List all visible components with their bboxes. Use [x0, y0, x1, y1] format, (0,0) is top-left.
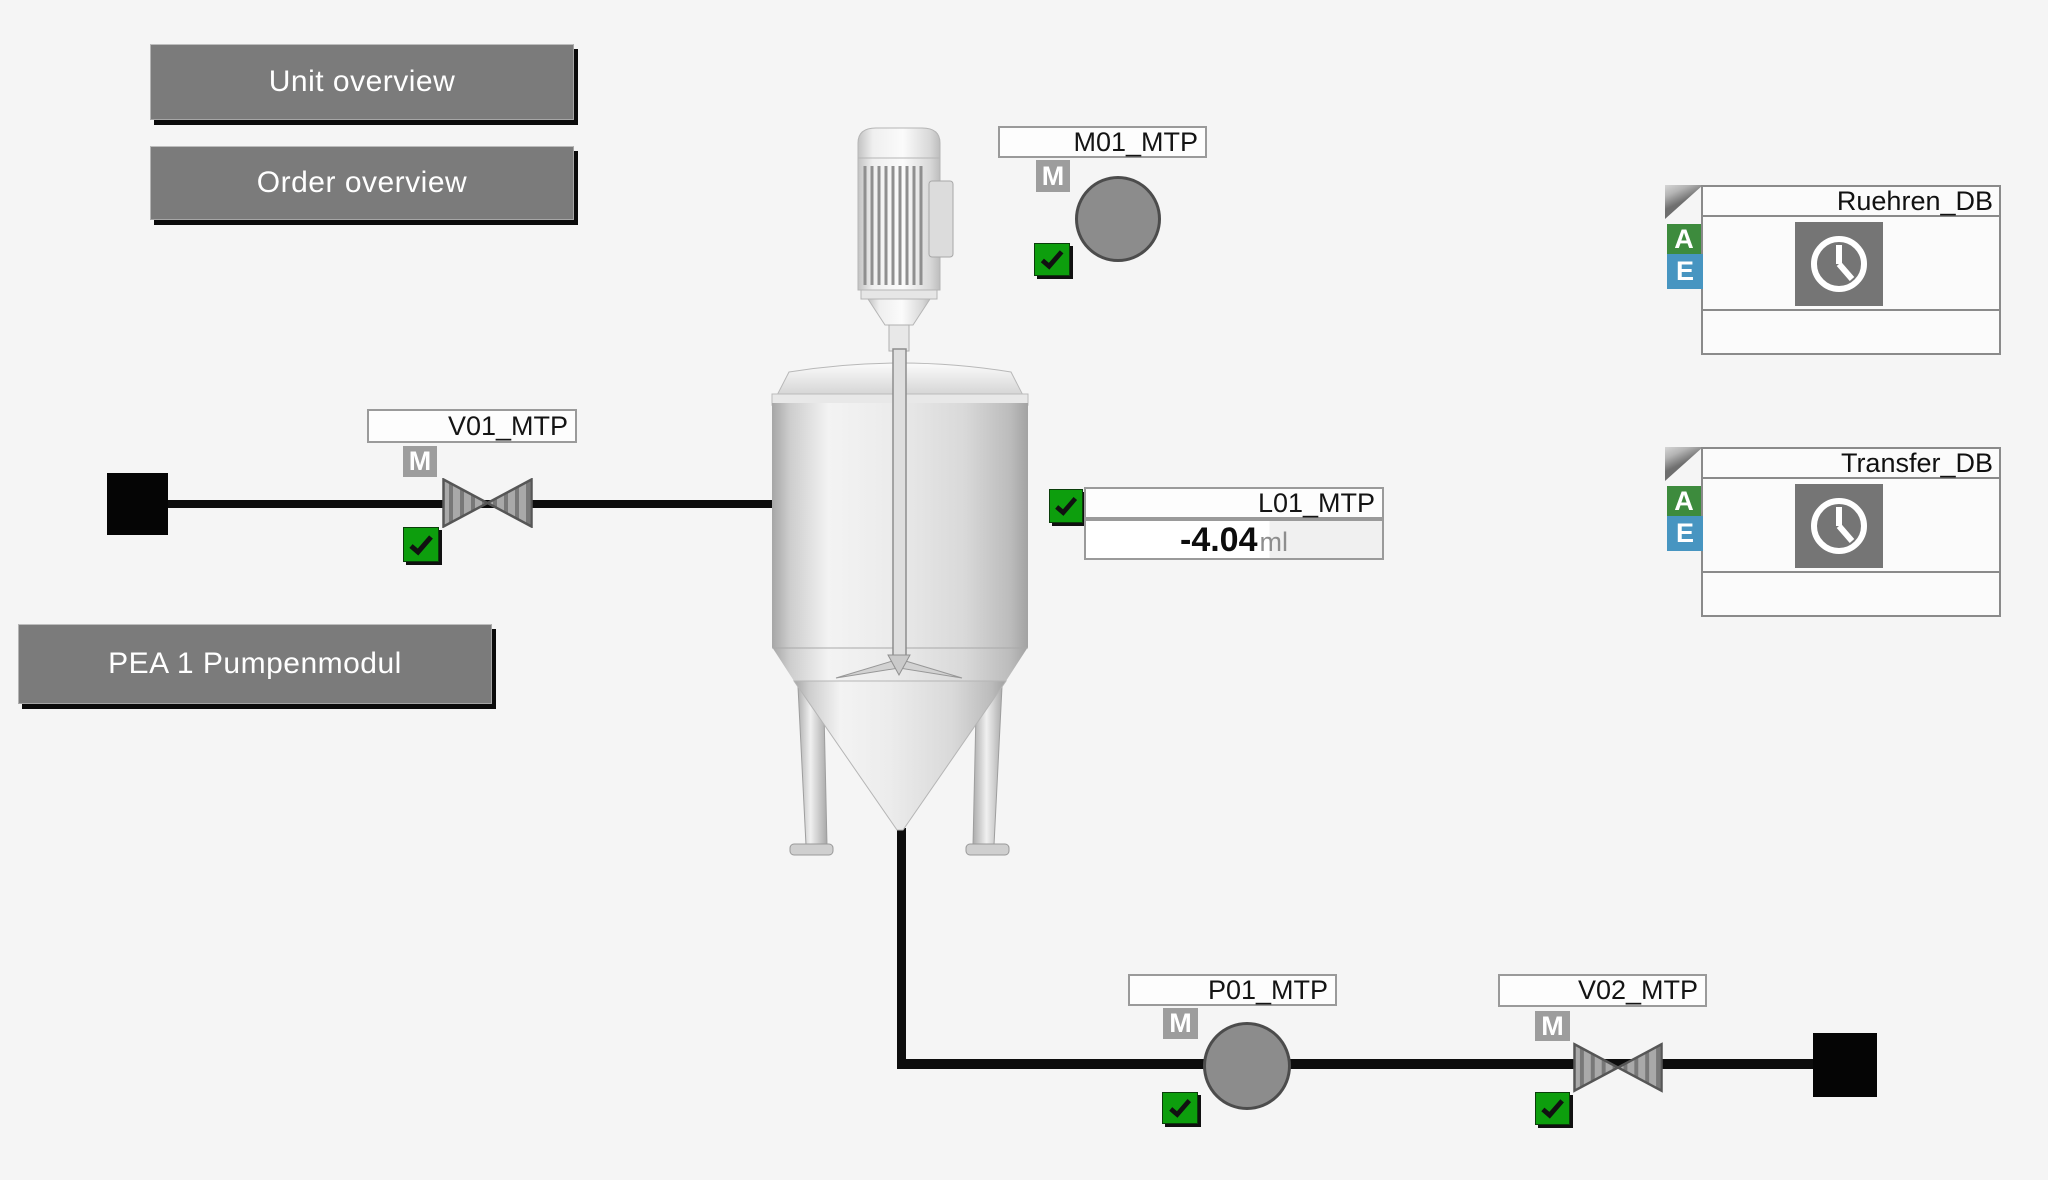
check-icon	[1169, 1099, 1192, 1118]
function-block-footer	[1703, 311, 1999, 353]
m01-motor-indicator[interactable]	[1075, 176, 1161, 262]
agitator-motor-graphic	[857, 127, 954, 352]
function-block-frame: Transfer_DB	[1701, 447, 2001, 617]
l01-value: -4.04	[1180, 521, 1258, 559]
check-icon	[1541, 1099, 1564, 1119]
v02-valve-icon[interactable]	[1573, 1042, 1663, 1093]
function-block-ruehren[interactable]: Ruehren_DB A E	[1665, 185, 2001, 355]
l01-value-box: -4.04 ml	[1084, 519, 1384, 560]
clock-icon	[1795, 222, 1883, 306]
function-block-body	[1703, 479, 1999, 573]
p01-label[interactable]: P01_MTP	[1128, 974, 1337, 1006]
function-block-title: Transfer_DB	[1703, 448, 1999, 479]
p01-status-ok-badge	[1162, 1092, 1198, 1124]
v01-manual-mode-badge: M	[403, 446, 437, 477]
v01-label[interactable]: V01_MTP	[367, 409, 577, 443]
l01-unit: ml	[1259, 527, 1289, 557]
clock-icon	[1795, 484, 1883, 568]
check-icon	[1055, 497, 1078, 516]
pipe-endpoint-inlet	[107, 473, 168, 535]
pipe-outlet-horizontal	[897, 1059, 1813, 1069]
pea1-pumpenmodul-button[interactable]: PEA 1 Pumpenmodul	[18, 624, 492, 704]
v02-status-ok-badge	[1535, 1092, 1570, 1125]
l01-label[interactable]: L01_MTP	[1084, 487, 1384, 519]
v01-status-ok-badge	[403, 527, 439, 562]
pipe-outlet-vertical	[897, 828, 906, 1068]
badge-a: A	[1667, 486, 1701, 516]
pipe-endpoint-outlet	[1813, 1033, 1877, 1097]
m01-manual-mode-badge: M	[1036, 160, 1070, 192]
p01-pump-indicator[interactable]	[1203, 1022, 1291, 1110]
function-block-frame: Ruehren_DB	[1701, 185, 2001, 355]
badge-e: E	[1667, 516, 1703, 551]
unit-overview-button[interactable]: Unit overview	[150, 44, 574, 120]
v01-valve-icon[interactable]	[442, 478, 533, 528]
function-block-footer	[1703, 573, 1999, 615]
badge-a: A	[1667, 224, 1701, 254]
v02-label[interactable]: V02_MTP	[1498, 974, 1707, 1007]
function-block-transfer[interactable]: Transfer_DB A E	[1665, 447, 2001, 617]
function-block-body	[1703, 217, 1999, 311]
function-block-title: Ruehren_DB	[1703, 186, 1999, 217]
corner-fold-icon	[1665, 447, 1703, 481]
p01-manual-mode-badge: M	[1163, 1008, 1198, 1039]
order-overview-button[interactable]: Order overview	[150, 146, 574, 220]
m01-label[interactable]: M01_MTP	[998, 126, 1207, 158]
corner-fold-icon	[1665, 185, 1703, 219]
check-icon	[1040, 250, 1064, 270]
check-icon	[409, 534, 433, 556]
v02-manual-mode-badge: M	[1535, 1011, 1570, 1041]
m01-status-ok-badge	[1034, 243, 1070, 276]
l01-status-ok-badge	[1049, 489, 1083, 523]
tank-and-agitator-graphic	[771, 127, 1029, 856]
badge-e: E	[1667, 254, 1703, 289]
